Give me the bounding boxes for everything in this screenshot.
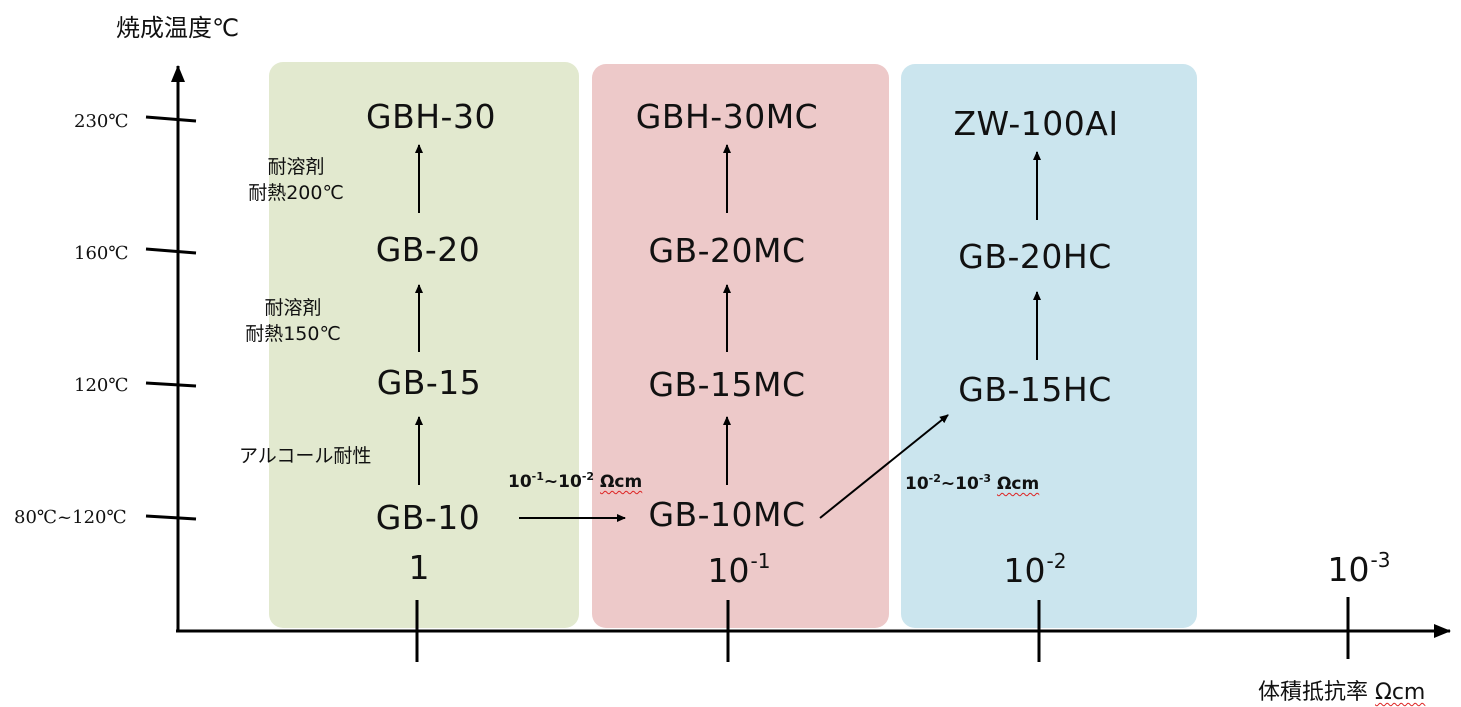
range-label-first: 10-1~10-2 Ωcm xyxy=(508,470,643,492)
y-tick-120 xyxy=(145,381,197,388)
note-upgrade-mid-line1: 耐溶剤 xyxy=(264,297,322,319)
product-gbh-30: GBH-30 xyxy=(366,97,496,136)
product-gbh-30mc: GBH-30MC xyxy=(635,97,819,136)
x-tick-label-10-1: 10-1 xyxy=(707,549,771,590)
product-gb-20mc: GB-20MC xyxy=(648,231,806,270)
product-gb-15hc: GB-15HC xyxy=(958,370,1112,409)
panel-red xyxy=(592,64,889,628)
note-upgrade-top-line1: 耐溶剤 xyxy=(267,156,325,178)
product-gb-15mc: GB-15MC xyxy=(648,365,806,404)
arrow-gb10mc-gb15hc xyxy=(819,414,949,519)
range-label-second: 10-2~10-3 Ωcm xyxy=(905,472,1040,494)
product-gb-15: GB-15 xyxy=(376,363,482,402)
y-tick-label-230: 230℃ xyxy=(74,111,129,132)
panel-green xyxy=(269,62,579,628)
product-gb-20hc: GB-20HC xyxy=(958,237,1112,276)
x-tick-label-10-2: 10-2 xyxy=(1003,549,1067,590)
y-tick-160 xyxy=(145,247,197,255)
y-tick-230 xyxy=(145,115,197,123)
x-axis-title: 体積抵抗率 Ωcm xyxy=(1258,680,1426,705)
note-upgrade-top-line2: 耐熱200℃ xyxy=(248,181,344,204)
y-tick-label-80-120: 80℃~120℃ xyxy=(14,507,127,528)
y-tick-80 xyxy=(145,514,197,521)
x-tick-label-10-3: 10-3 xyxy=(1327,548,1391,589)
note-upgrade-low: アルコール耐性 xyxy=(239,445,372,467)
product-gb-10: GB-10 xyxy=(375,498,481,537)
note-upgrade-mid-line2: 耐熱150℃ xyxy=(245,322,341,345)
product-zw-100ai: ZW-100AI xyxy=(953,104,1119,143)
y-axis-title: 焼成温度℃ xyxy=(116,14,239,42)
panel-blue xyxy=(901,64,1197,628)
product-gb-10mc: GB-10MC xyxy=(648,495,806,534)
y-tick-label-160: 160℃ xyxy=(74,243,129,264)
note-upgrade-mid: 耐溶剤 耐熱150℃ xyxy=(237,296,349,347)
note-upgrade-top: 耐溶剤 耐熱200℃ xyxy=(241,155,351,206)
x-tick-label-1: 1 xyxy=(408,548,430,587)
y-tick-label-120: 120℃ xyxy=(74,375,129,396)
product-gb-20: GB-20 xyxy=(375,230,481,269)
